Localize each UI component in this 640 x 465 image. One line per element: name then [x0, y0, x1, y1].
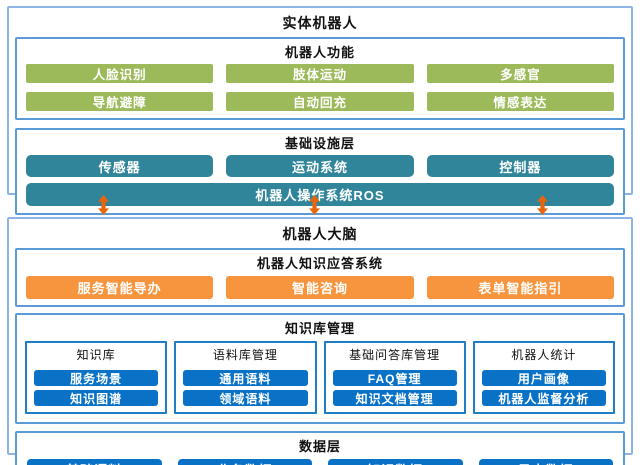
- knowledge-mgmt-grid: 知识库 服务场景 知识图谱 语料库管理 通用语料 领域语料 基础问答库管理 FA…: [25, 341, 615, 414]
- qa-system-grid: 服务智能导办 智能咨询 表单智能指引: [26, 276, 614, 299]
- km-box-supervision-analysis: 机器人监督分析: [481, 390, 606, 406]
- km-box-service-scene: 服务场景: [34, 370, 159, 386]
- connector-row: [0, 194, 640, 217]
- function-box-navigation: 导航避障: [26, 92, 214, 111]
- data-layer-grid: 基础语料 业务数据 知识数据 日志数据: [27, 459, 613, 465]
- up-down-arrow-icon: [536, 195, 549, 215]
- km-box-general-corpus: 通用语料: [183, 370, 308, 386]
- robot-brain-title: 机器人大脑: [282, 226, 358, 242]
- function-box-auto-recharge: 自动回充: [226, 92, 414, 111]
- data-box-log-data: 日志数据: [478, 459, 613, 465]
- km-box-doc-mgmt: 知识文档管理: [332, 390, 457, 406]
- km-box-user-profile: 用户画像: [481, 370, 606, 386]
- section-physical-robot: 实体机器人 机器人功能 人脸识别 肢体运动 多感官 导航避障 自动回充 情感表达…: [7, 6, 633, 215]
- section-robot-brain: 机器人大脑 机器人知识应答系统 服务智能导办 智能咨询 表单智能指引 知识库管理…: [7, 217, 633, 465]
- infra-box-motion-system: 运动系统: [226, 155, 414, 177]
- function-box-emotion: 情感表达: [426, 92, 614, 111]
- subsection-data-layer: 数据层 基础语料 业务数据 知识数据 日志数据: [15, 431, 625, 465]
- robot-functions-title: 机器人功能: [284, 45, 355, 60]
- group-basic-qa-mgmt: 基础问答库管理 FAQ管理 知识文档管理: [323, 341, 466, 414]
- infrastructure-grid: 传感器 运动系统 控制器: [26, 155, 614, 177]
- up-down-arrow-icon: [97, 195, 110, 215]
- infrastructure-title: 基础设施层: [284, 136, 355, 151]
- function-box-face-recognition: 人脸识别: [26, 64, 214, 83]
- infra-box-ros: 机器人操作系统ROS: [26, 183, 614, 206]
- robot-functions-grid: 人脸识别 肢体运动 多感官 导航避障 自动回充 情感表达: [26, 64, 614, 111]
- infra-box-controller: 控制器: [426, 155, 614, 177]
- group-robot-stats: 机器人统计 用户画像 机器人监督分析: [472, 341, 615, 414]
- qa-system-title: 机器人知识应答系统: [256, 256, 383, 271]
- group-title: 机器人统计: [511, 348, 577, 362]
- group-corpus-mgmt: 语料库管理 通用语料 领域语料: [174, 341, 317, 414]
- km-box-faq-mgmt: FAQ管理: [332, 370, 457, 386]
- function-box-limb-motion: 肢体运动: [226, 64, 414, 83]
- qa-box-service-guide: 服务智能导办: [26, 276, 214, 299]
- group-title: 语料库管理: [212, 348, 278, 362]
- qa-box-smart-consult: 智能咨询: [226, 276, 414, 299]
- group-title: 知识库: [76, 348, 116, 362]
- function-box-multi-sensory: 多感官: [426, 64, 614, 83]
- data-box-basic-corpus: 基础语料: [27, 459, 162, 465]
- subsection-infrastructure: 基础设施层 传感器 运动系统 控制器 机器人操作系统ROS: [15, 128, 625, 215]
- physical-robot-title: 实体机器人: [282, 15, 358, 31]
- data-box-business-data: 业务数据: [177, 459, 312, 465]
- infra-box-sensors: 传感器: [26, 155, 214, 177]
- up-down-arrow-icon: [308, 195, 321, 215]
- subsection-knowledge-mgmt: 知识库管理 知识库 服务场景 知识图谱 语料库管理 通用语料 领域语料 基础问答…: [15, 313, 625, 424]
- group-title: 基础问答库管理: [349, 348, 441, 362]
- group-knowledge-base: 知识库 服务场景 知识图谱: [25, 341, 168, 414]
- km-box-domain-corpus: 领域语料: [183, 390, 308, 406]
- subsection-qa-system: 机器人知识应答系统 服务智能导办 智能咨询 表单智能指引: [15, 248, 625, 307]
- data-layer-title: 数据层: [298, 439, 341, 454]
- knowledge-mgmt-title: 知识库管理: [284, 321, 355, 336]
- qa-box-form-guide: 表单智能指引: [426, 276, 614, 299]
- subsection-robot-functions: 机器人功能 人脸识别 肢体运动 多感官 导航避障 自动回充 情感表达: [15, 37, 625, 120]
- data-box-knowledge-data: 知识数据: [328, 459, 463, 465]
- km-box-knowledge-graph: 知识图谱: [34, 390, 159, 406]
